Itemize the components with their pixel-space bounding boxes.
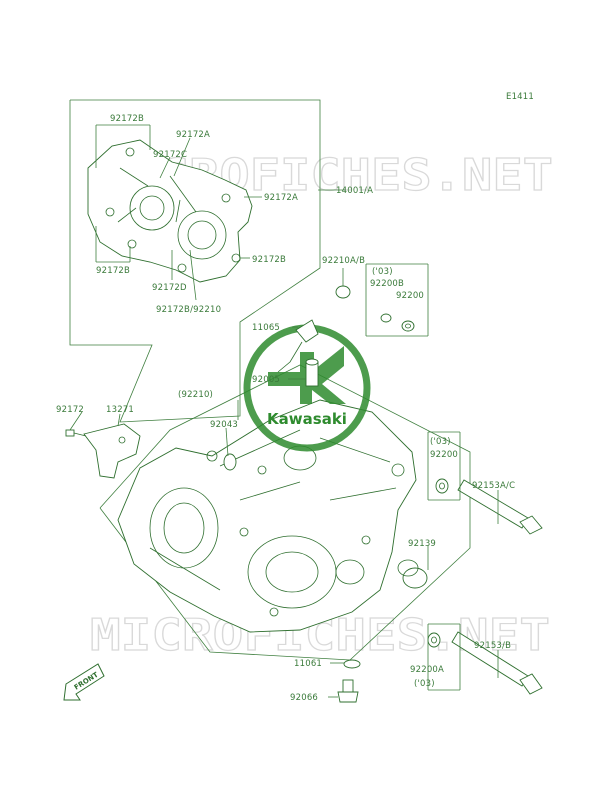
crankcase-outline [99,364,471,661]
label-92139: 92139 [408,539,436,549]
breather-11065 [277,319,319,373]
label-92172B-top: 92172B [110,114,144,124]
leader-lines [69,124,499,698]
label-92172A-top: 92172A [176,130,210,140]
label-92200B: 92200B [370,279,404,289]
gasket-11061 [343,659,361,669]
part-labels: 92172B 92172A 92172C 92172A 14001/A 9217… [56,114,515,703]
label-03-b: ('03) [430,437,451,447]
logo-text: Kawasaki [267,410,347,428]
label-03-c: ('03) [414,679,435,689]
crankcase-illustration [117,399,417,633]
washer-92200A [427,632,441,648]
label-92153B: 92153/B [474,641,511,651]
label-92066: 92066 [290,693,318,703]
plug-92005 [305,358,319,387]
stud-92153AC [457,479,543,535]
front-arrow-icon: FRONT [63,663,105,701]
label-92172C: 92172C [153,150,187,160]
label-92005: 92005 [252,375,280,385]
label-92200A: 92200A [410,665,444,675]
dowel-92210AB [335,285,351,299]
label-92210AB: 92210A/B [322,256,365,266]
label-92043: 92043 [210,420,238,430]
label-14001A: 14001/A [336,186,373,196]
bolt-92066 [337,679,359,703]
label-92172B-92210: 92172B/92210 [156,305,221,315]
stud-92153B [451,631,543,695]
label-92172-left: 92172 [56,405,84,415]
label-92172B-right: 92172B [252,255,286,265]
bracket-13271 [83,423,141,479]
label-92200-b: 92200 [430,450,458,460]
label-13271: 13271 [106,405,134,415]
label-03-a: ('03) [372,267,393,277]
label-11065: 11065 [252,323,280,333]
assembly-outline [69,99,321,423]
bolt-92172 [65,429,87,437]
label-92172B-left: 92172B [96,266,130,276]
washer-92200-right [435,478,449,494]
collar-92139 [397,559,428,589]
diagram-code: E1411 [506,92,534,102]
label-92200-a: 92200 [396,291,424,301]
label-92172D: 92172D [152,283,187,293]
label-92210-paren: (92210) [178,390,213,400]
label-11061: 11061 [294,659,322,669]
label-92172A-right: 92172A [264,193,298,203]
label-92153AC: 92153A/C [472,481,515,491]
washers-92200-03 [380,313,415,332]
dowel-92043 [223,453,237,471]
crankcase-cover-illustration [87,139,253,283]
